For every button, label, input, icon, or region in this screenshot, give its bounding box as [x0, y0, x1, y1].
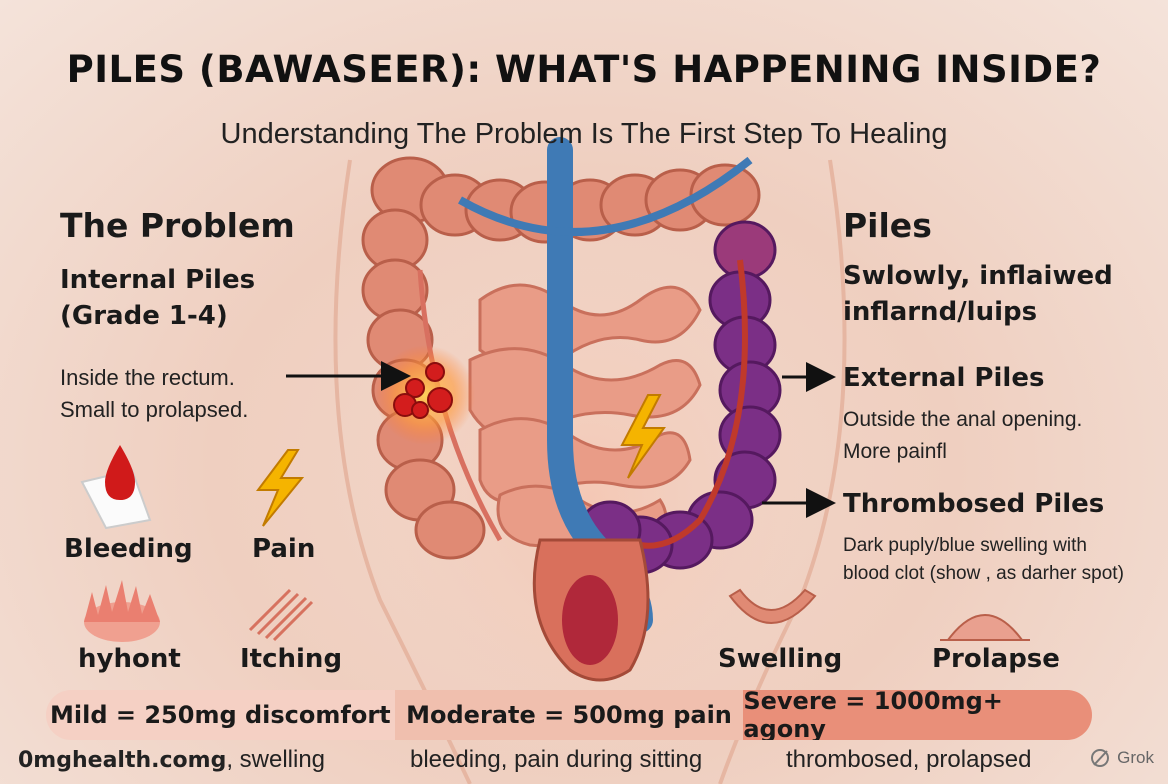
- piles-subheading-line1: Swlowly, inflaiwed: [843, 261, 1113, 291]
- internal-piles: [393, 362, 453, 419]
- internal-piles-title: Internal Piles (Grade 1-4): [60, 262, 255, 334]
- internal-piles-title-line2: (Grade 1-4): [60, 301, 228, 331]
- severity-notes: 0mghealth.comg, swelling bleeding, pain …: [0, 744, 1168, 778]
- external-piles-desc-line2: More painfl: [843, 440, 947, 463]
- severity-moderate: Moderate = 500mg pain: [394, 690, 744, 740]
- irritation-icon: [84, 580, 160, 642]
- scratch-icon: [248, 588, 314, 642]
- symptom-label-pain: Pain: [252, 534, 316, 564]
- external-piles-desc: Outside the anal opening. More painfl: [843, 404, 1082, 468]
- piles-subheading: Swlowly, inflaiwed inflarnd/luips: [843, 258, 1113, 330]
- severity-severe: Severe = 1000mg+ agony: [743, 690, 1092, 740]
- red-vessel: [639, 259, 748, 549]
- grok-logo-icon: [1091, 749, 1109, 767]
- internal-piles-desc: Inside the rectum. Small to prolapsed.: [60, 362, 248, 426]
- external-piles-desc-line1: Outside the anal opening.: [843, 408, 1083, 431]
- page-title: PILES (BAWASEER): WHAT'S HAPPENING INSID…: [66, 48, 1102, 91]
- symptom-label-irritation: hyhont: [78, 644, 181, 674]
- page-subtitle: Understanding The Problem Is The First S…: [220, 118, 948, 150]
- internal-piles-desc-line1: Inside the rectum.: [60, 365, 235, 390]
- blood-drop-icon: [80, 445, 152, 530]
- moderate-note: bleeding, pain during sitting: [410, 746, 703, 773]
- internal-piles-desc-line2: Small to prolapsed.: [60, 397, 249, 422]
- severity-scale: Mild = 250mg discomfort Moderate = 500mg…: [46, 690, 1092, 740]
- mild-note: 0mghealth.comg, swelling: [18, 746, 325, 774]
- mild-note-text: , swelling: [226, 746, 326, 773]
- symptom-label-swelling: Swelling: [718, 644, 843, 674]
- thrombosed-piles-desc: Dark puply/blue swelling with blood clot…: [843, 532, 1124, 588]
- piles-subheading-line2: inflarnd/luips: [843, 297, 1038, 327]
- problem-heading: The Problem: [60, 206, 295, 245]
- thrombosed-piles-desc-line2: blood clot (show , as darher spot): [843, 563, 1124, 584]
- internal-piles-glow: [375, 345, 475, 445]
- symptom-label-prolapse: Prolapse: [932, 644, 1060, 674]
- thrombosed-piles-desc-line1: Dark puply/blue swelling with: [843, 535, 1087, 556]
- severe-note: thrombosed, prolapsed: [786, 746, 1032, 773]
- blue-vessel-curve: [458, 156, 753, 236]
- prolapse-icon: [940, 614, 1030, 641]
- pain-lightning-icon: [620, 394, 666, 479]
- piles-heading: Piles: [843, 206, 932, 245]
- symptom-label-itching: Itching: [240, 644, 343, 674]
- severity-mild: Mild = 250mg discomfort: [46, 690, 395, 740]
- brand-watermark: 0mghealth.comg: [18, 748, 227, 773]
- symptom-label-bleeding: Bleeding: [64, 534, 193, 564]
- external-piles-title: External Piles: [843, 363, 1045, 393]
- swelling-icon: [728, 588, 817, 624]
- thrombosed-piles-title: Thrombosed Piles: [843, 489, 1105, 519]
- grok-watermark: Grok: [1117, 748, 1154, 767]
- internal-piles-title-line1: Internal Piles: [60, 265, 256, 295]
- lightning-icon: [256, 449, 305, 527]
- anal-opening: [562, 575, 618, 665]
